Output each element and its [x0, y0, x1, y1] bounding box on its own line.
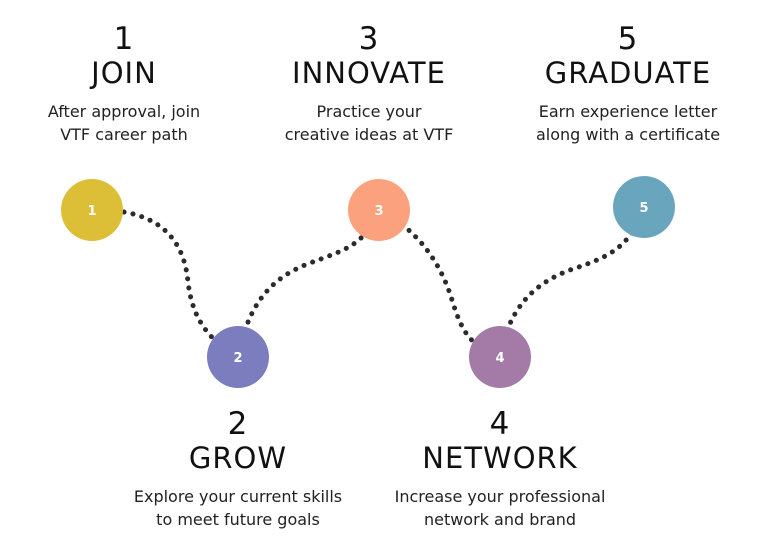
- step-2-circle: [207, 326, 269, 388]
- step-3-text: 3 INNOVATE Practice your creative ideas …: [285, 22, 454, 146]
- step-5-desc-line2: along with a certificate: [535, 125, 721, 144]
- connector-4-5: [497, 204, 647, 360]
- step-4-desc-line2: network and brand: [423, 510, 577, 529]
- step-1-desc-line2: VTF career path: [60, 125, 188, 144]
- step-3-number: 3: [358, 21, 380, 57]
- step-1-description: After approval, join VTF career path: [48, 100, 200, 146]
- step-3-node: 3: [348, 179, 410, 241]
- step-3-desc-line1: Practice your: [316, 102, 422, 121]
- step-4-circle-label: 4: [495, 351, 504, 366]
- step-5-desc-line1: Earn experience letter: [538, 102, 718, 121]
- step-5-node: 5: [613, 176, 675, 238]
- step-4-desc-line1: Increase your professional: [394, 487, 606, 506]
- step-4-node: 4: [469, 326, 531, 388]
- step-1-node: 1: [61, 179, 123, 241]
- step-1-circle-label: 1: [87, 204, 96, 219]
- step-5-description: Earn experience letter along with a cert…: [536, 100, 720, 146]
- step-5-circle: [613, 176, 675, 238]
- step-1-desc-line1: After approval, join: [47, 102, 201, 121]
- step-5-text: 5 GRADUATE Earn experience letter along …: [536, 22, 720, 146]
- step-3-circle: [348, 179, 410, 241]
- step-5-title: GRADUATE: [544, 56, 712, 90]
- step-4-circle: [469, 326, 531, 388]
- step-2-circle-label: 2: [233, 351, 242, 366]
- step-1-title: JOIN: [91, 56, 157, 90]
- connector-1-2: [121, 209, 241, 360]
- step-2-node: 2: [207, 326, 269, 388]
- step-4-number: 4: [489, 406, 511, 442]
- step-5-circle-label: 5: [639, 201, 648, 216]
- step-3-desc-line2: creative ideas at VTF: [284, 125, 454, 144]
- step-2-title: GROW: [188, 441, 288, 475]
- step-4-text: 4 NETWORK Increase your professional net…: [395, 407, 606, 531]
- step-2-description: Explore your current skills to meet futu…: [134, 485, 342, 531]
- step-2-text: 2 GROW Explore your current skills to me…: [134, 407, 342, 531]
- step-4-title: NETWORK: [422, 441, 578, 475]
- step-1-circle: [61, 179, 123, 241]
- step-2-desc-line1: Explore your current skills: [133, 487, 343, 506]
- step-1-number: 1: [113, 21, 135, 57]
- step-5-number: 5: [617, 21, 639, 57]
- step-1-text: 1 JOIN After approval, join VTF career p…: [48, 22, 200, 146]
- step-3-title: INNOVATE: [292, 56, 446, 90]
- step-2-desc-line2: to meet future goals: [156, 510, 320, 529]
- step-2-number: 2: [227, 406, 249, 442]
- step-3-circle-label: 3: [374, 204, 383, 219]
- step-4-description: Increase your professional network and b…: [395, 485, 606, 531]
- step-3-description: Practice your creative ideas at VTF: [285, 100, 454, 146]
